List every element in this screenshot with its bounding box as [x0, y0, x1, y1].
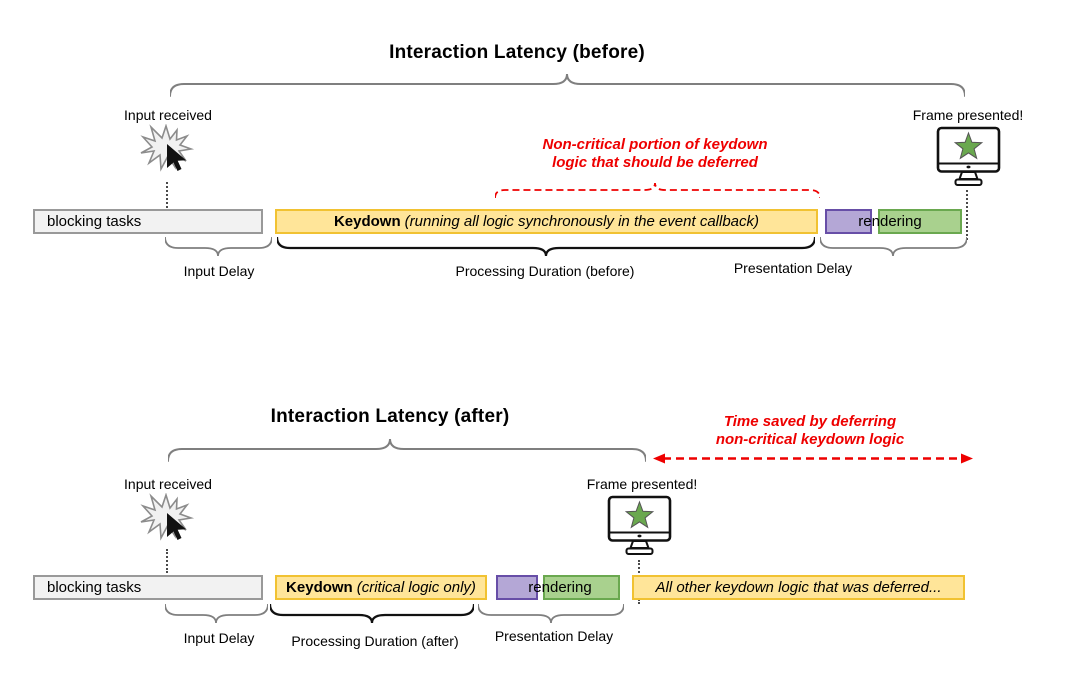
presentation-delay-label: Presentation Delay [733, 260, 853, 276]
after-red-annotation: Time saved by deferring non-critical key… [650, 413, 970, 449]
click-burst-icon [140, 124, 195, 172]
before-input-received-label: Input received [124, 107, 212, 123]
frame-connector-line [966, 190, 968, 240]
before-red-annotation: Non-critical portion of keydown logic th… [490, 136, 820, 172]
processing-duration-label: Processing Duration (after) [291, 633, 459, 649]
paint-bar [543, 575, 620, 600]
annotation-line: non-critical keydown logic [715, 431, 905, 448]
star-icon [953, 131, 984, 160]
processing-duration-label: Processing Duration (before) [455, 263, 635, 279]
style-layout-bar [496, 575, 538, 600]
input-delay-brace [165, 237, 272, 257]
deferred-portion-brace [495, 182, 820, 199]
processing-duration-brace [270, 604, 474, 624]
keydown-bar: Keydown (critical logic only) [275, 575, 487, 600]
after-title: Interaction Latency (after) [270, 406, 510, 427]
annotation-line: logic that should be deferred [552, 154, 758, 171]
annotation-line: Non-critical portion of keydown [542, 136, 768, 153]
cursor-icon [167, 513, 186, 540]
rendering-label: rendering [528, 579, 592, 596]
after-span-brace [168, 438, 646, 462]
keydown-bar: Keydown (running all logic synchronously… [275, 209, 818, 234]
presentation-delay-brace [820, 237, 967, 257]
before-title: Interaction Latency (before) [389, 42, 645, 63]
bar-sublabel: (running all logic synchronously in the … [404, 213, 760, 230]
input-delay-label: Input Delay [183, 630, 255, 646]
paint-bar [878, 209, 962, 234]
before-span-brace [170, 73, 965, 97]
monitor-icon [936, 126, 1001, 186]
input-delay-label: Input Delay [183, 263, 255, 279]
style-layout-bar [825, 209, 872, 234]
blocking-tasks-bar: blocking tasks [33, 209, 263, 234]
bar-label: Keydown [286, 579, 353, 596]
bar-label: Keydown [333, 213, 401, 230]
annotation-line: Time saved by deferring [723, 413, 897, 430]
before-frame-presented-label: Frame presented! [912, 107, 1024, 123]
after-frame-presented-label: Frame presented! [586, 476, 698, 492]
monitor-icon [607, 495, 672, 555]
processing-duration-brace [277, 237, 815, 257]
presentation-delay-brace [478, 604, 624, 624]
input-connector-line [166, 549, 168, 573]
bar-label: blocking tasks [47, 579, 142, 596]
time-saved-arrow [653, 453, 973, 464]
presentation-delay-label: Presentation Delay [494, 628, 614, 644]
bar-label: All other keydown logic that was deferre… [655, 579, 942, 596]
cursor-icon [167, 144, 186, 171]
input-connector-line [166, 182, 168, 208]
blocking-tasks-bar: blocking tasks [33, 575, 263, 600]
bar-sublabel: (critical logic only) [356, 579, 476, 596]
input-delay-brace [165, 604, 268, 624]
click-burst-icon [140, 493, 195, 541]
bar-label: blocking tasks [47, 213, 142, 230]
star-icon [624, 500, 655, 529]
after-input-received-label: Input received [124, 476, 212, 492]
deferred-keydown-bar: All other keydown logic that was deferre… [632, 575, 965, 600]
rendering-label: rendering [858, 213, 922, 230]
